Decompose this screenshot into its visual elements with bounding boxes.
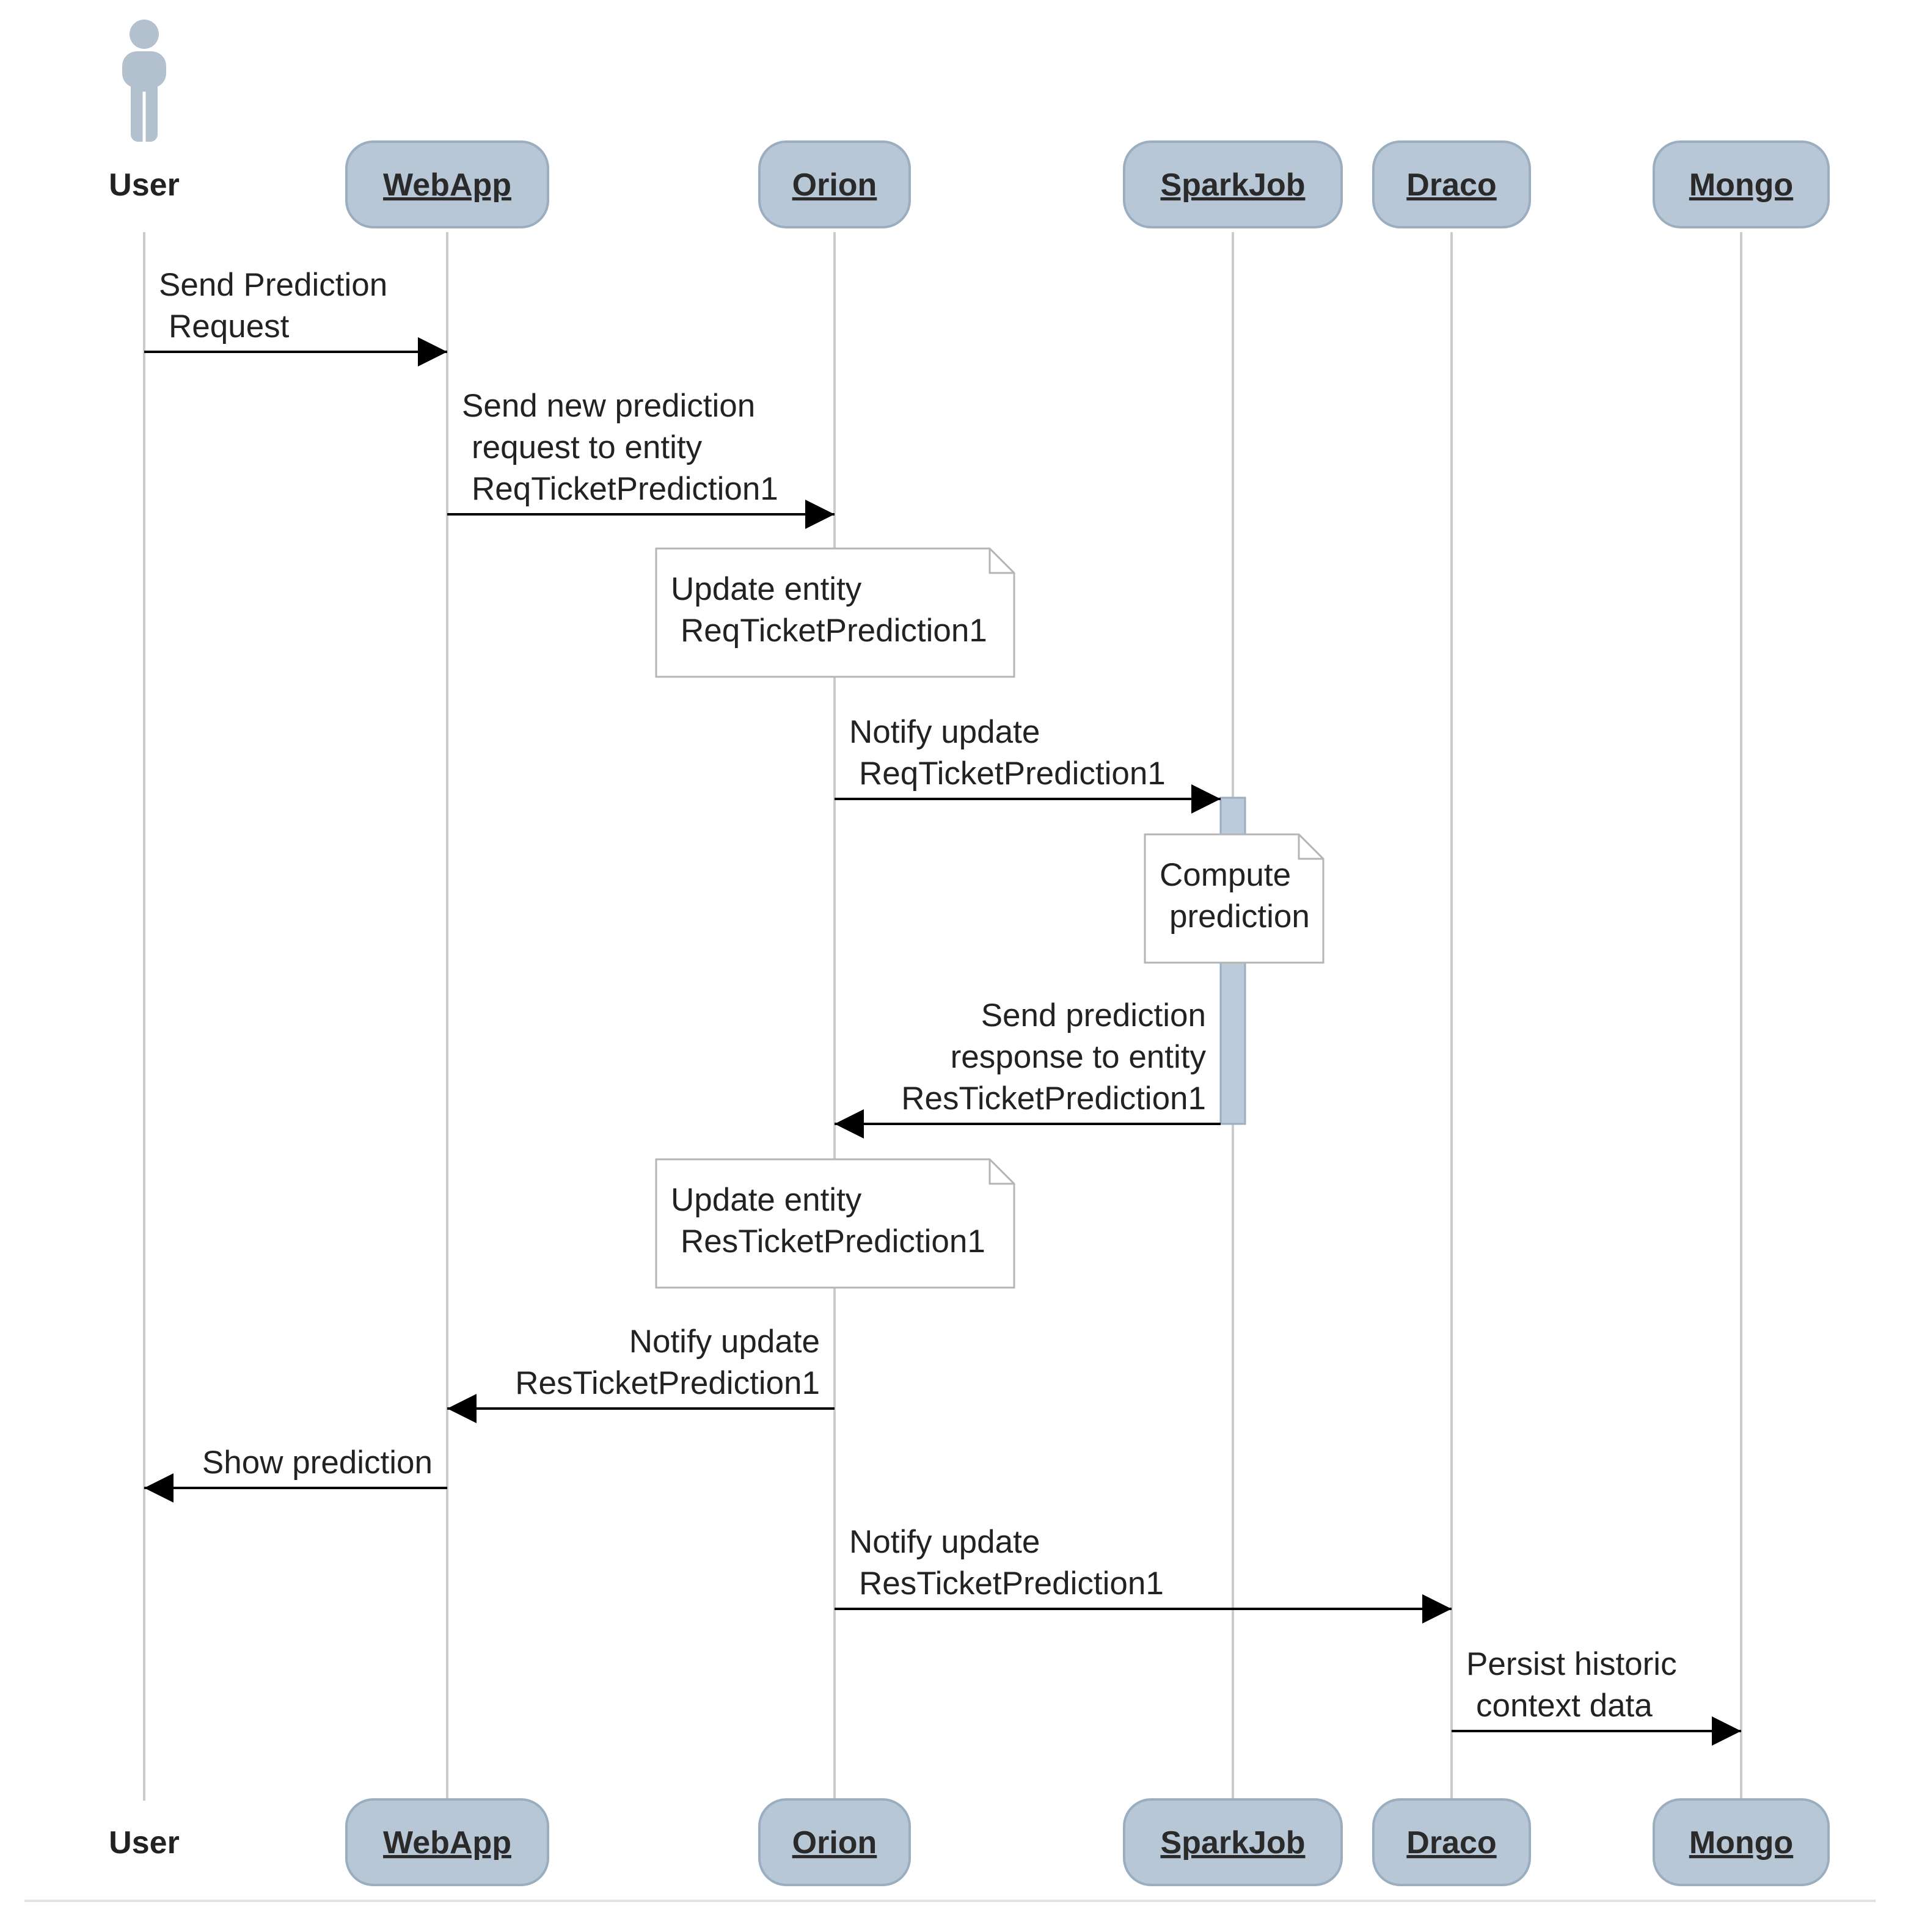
message-label-8-line-2: context data <box>1476 1688 1653 1724</box>
participant-label-bottom-draco: Draco <box>1406 1825 1496 1861</box>
actor-label-bottom-user: User <box>109 1825 180 1861</box>
participant-box-bottom-webapp <box>345 1798 549 1886</box>
message-label-2-line-2: request to entity <box>472 429 703 465</box>
message-label-2-line-1: Send new prediction <box>462 388 755 424</box>
note-box-2 <box>1144 833 1325 964</box>
notes: Update entityReqTicketPrediction1Compute… <box>655 547 1325 1289</box>
arrowhead-icon <box>1422 1594 1452 1624</box>
arrowhead-icon <box>144 1473 174 1503</box>
message-label-5-line-1: Notify update <box>629 1324 820 1360</box>
message-label-4-line-3: ResTicketPrediction1 <box>901 1081 1206 1117</box>
note-fold-icon <box>988 1159 1014 1185</box>
participant-box-top-mongo <box>1653 140 1830 228</box>
participant-label-bottom-orion: Orion <box>792 1825 877 1861</box>
note-fold-icon <box>988 549 1014 574</box>
message-label-7-line-1: Notify update <box>849 1524 1040 1560</box>
message-label-6-line-1: Show prediction <box>202 1445 433 1481</box>
participant-box-bottom-draco <box>1372 1798 1531 1886</box>
arrowhead-icon <box>1191 784 1221 814</box>
lifelines <box>143 232 1742 1801</box>
note-text-1-line-2: ReqTicketPrediction1 <box>681 613 987 649</box>
participant-box-bottom-orion <box>758 1798 911 1886</box>
message-label-4-line-2: response to entity <box>951 1039 1207 1075</box>
arrowhead-icon <box>418 337 447 366</box>
participant-label-top-mongo: Mongo <box>1689 167 1793 203</box>
note-text-3-line-1: Update entity <box>671 1182 862 1218</box>
note-box-3 <box>655 1158 1015 1289</box>
note-text-3-line-2: ResTicketPrediction1 <box>681 1223 985 1259</box>
participant-label-top-draco: Draco <box>1406 167 1496 203</box>
arrowhead-icon <box>835 1109 864 1139</box>
note-text-2-line-1: Compute <box>1160 857 1291 893</box>
note-text-1-line-1: Update entity <box>671 571 862 607</box>
arrowhead-icon <box>1712 1716 1741 1746</box>
note-text-2-line-2: prediction <box>1169 899 1310 935</box>
message-label-7-line-2: ResTicketPrediction1 <box>859 1566 1164 1602</box>
participant-box-top-sparkjob <box>1123 140 1343 228</box>
note-fold-icon <box>1298 834 1323 860</box>
message-label-8-line-1: Persist historic <box>1466 1646 1677 1682</box>
participant-box-bottom-sparkjob <box>1123 1798 1343 1886</box>
actor-stick-figure-icon <box>122 20 166 142</box>
message-label-1-line-2: Request <box>169 308 290 344</box>
arrowhead-icon <box>447 1394 477 1423</box>
participant-label-top-webapp: WebApp <box>383 167 511 203</box>
participant-box-top-draco <box>1372 140 1531 228</box>
participant-box-top-webapp <box>345 140 549 228</box>
participant-label-bottom-sparkjob: SparkJob <box>1161 1825 1306 1861</box>
arrowhead-icon <box>805 500 835 529</box>
message-label-2-line-3: ReqTicketPrediction1 <box>472 471 778 507</box>
participant-label-bottom-webapp: WebApp <box>383 1825 511 1861</box>
participant-box-bottom-mongo <box>1653 1798 1830 1886</box>
message-label-5-line-2: ResTicketPrediction1 <box>515 1365 820 1401</box>
actor-label-top-user: User <box>109 167 180 203</box>
note-box-1 <box>655 547 1015 678</box>
participant-label-bottom-mongo: Mongo <box>1689 1825 1793 1861</box>
message-label-1-line-1: Send Prediction <box>159 267 387 303</box>
participant-label-top-orion: Orion <box>792 167 877 203</box>
message-label-4-line-1: Send prediction <box>981 997 1206 1033</box>
message-label-3-line-2: ReqTicketPrediction1 <box>859 756 1166 792</box>
message-label-3-line-1: Notify update <box>849 714 1040 750</box>
participant-box-top-orion <box>758 140 911 228</box>
participant-label-top-sparkjob: SparkJob <box>1161 167 1306 203</box>
